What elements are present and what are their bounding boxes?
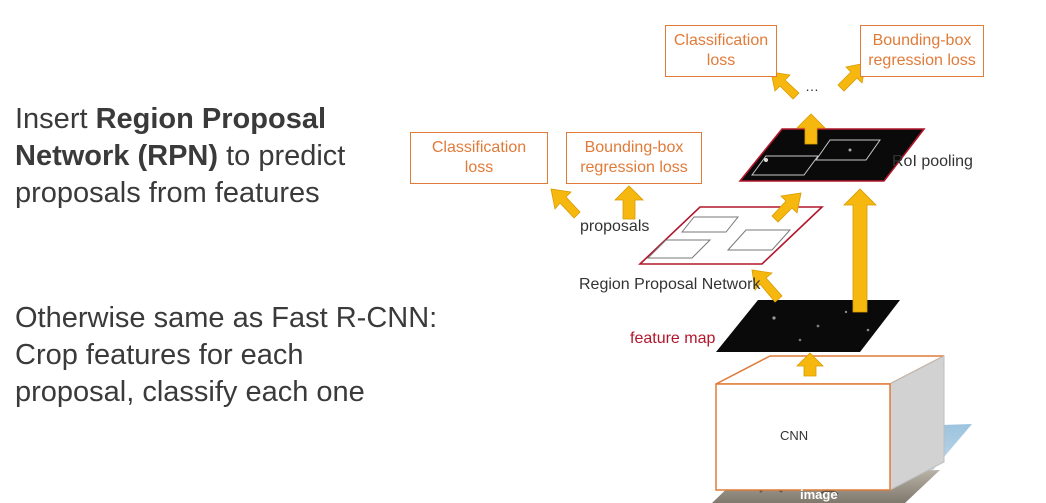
proposals-label: proposals — [580, 218, 650, 235]
roi-pooling-plane — [738, 128, 926, 182]
intro-line-2: Network (RPN) to predict — [15, 140, 346, 172]
arrow-roi-up — [796, 113, 826, 145]
arrows — [550, 62, 877, 377]
feature-map-label: feature map — [630, 330, 716, 347]
fast-rcnn-line-1: Otherwise same as Fast R-CNN: — [15, 302, 438, 334]
arrow-cnn-to-roi — [843, 188, 877, 313]
fast-rcnn-line-2: Crop features for each — [15, 339, 304, 371]
arrow-proposals-to-cls — [550, 188, 581, 219]
roi-pooling-label: RoI pooling — [892, 153, 973, 170]
intro-line-3: proposals from features — [15, 177, 320, 209]
rpn-label: Region Proposal Network — [579, 276, 761, 293]
proposals-plane — [637, 206, 825, 265]
arrow-proposals-to-roi — [771, 192, 802, 223]
arrow-cnn-to-feature — [796, 352, 824, 377]
arrow-proposals-to-bbox — [614, 185, 644, 220]
arrow-feature-to-rpn — [751, 269, 783, 303]
arrow-to-top-cls — [770, 71, 800, 100]
cnn-label: CNN — [780, 428, 809, 443]
cnn-box — [715, 355, 945, 491]
fast-rcnn-text-block: Otherwise same as Fast R-CNN: Crop featu… — [15, 300, 437, 411]
intro-line-1: Insert Region Proposal — [15, 103, 327, 135]
feature-map-plane — [716, 300, 900, 352]
intro-text-block: Insert Region Proposal Network (RPN) to … — [15, 101, 345, 212]
image-label: image — [800, 487, 838, 502]
fast-rcnn-line-3: proposal, classify each one — [15, 376, 365, 408]
ellipsis-label: … — [805, 78, 819, 94]
